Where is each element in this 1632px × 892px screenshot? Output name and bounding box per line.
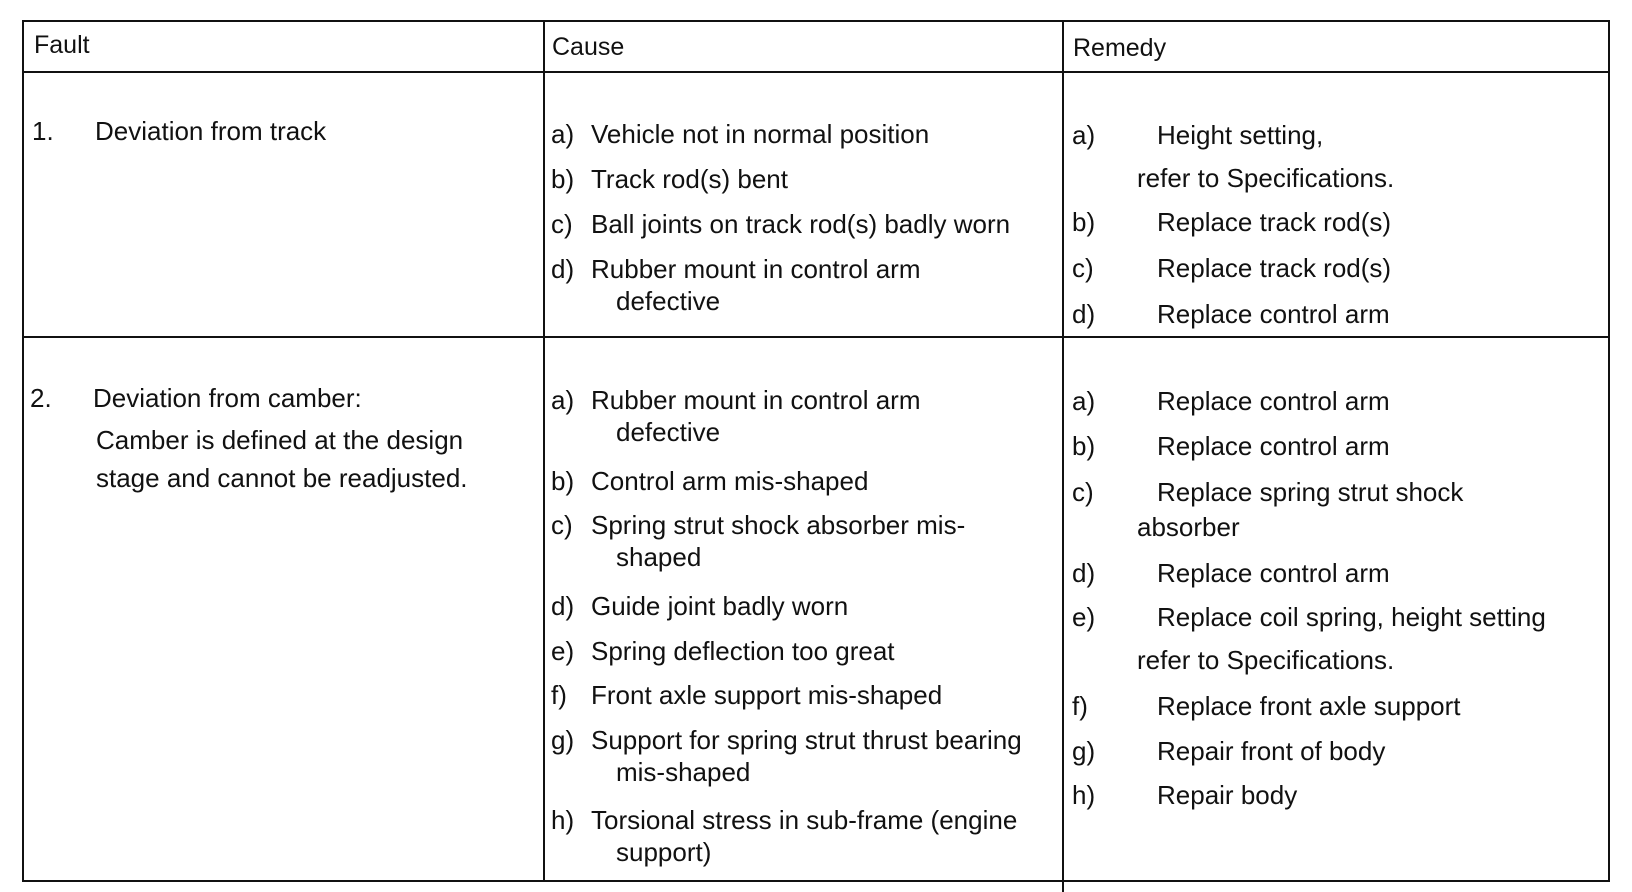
cause-text: Vehicle not in normal position <box>591 119 930 149</box>
remedy-text-continued: refer to Specifications. <box>1137 645 1395 675</box>
cause-item: f) Front axle support mis-shaped <box>551 679 1051 711</box>
remedy-text: Height setting, <box>1157 120 1324 150</box>
remedy-item: a) Replace control arm <box>1072 385 1577 417</box>
remedy-item: f) Replace front axle support <box>1072 690 1577 722</box>
fault-title: Deviation from track <box>95 116 327 146</box>
cause-item: g) Support for spring strut thrust beari… <box>551 724 1051 788</box>
remedy-text: Replace spring strut shock <box>1157 477 1464 507</box>
fault-title: Deviation from camber: <box>93 383 362 413</box>
right-border <box>1608 20 1610 882</box>
remedy-item: b) Replace track rod(s) <box>1072 206 1577 238</box>
remedy-label: b) <box>1072 431 1096 461</box>
cause-label: b) <box>551 164 575 194</box>
remedy-text: Replace front axle support <box>1157 691 1461 721</box>
remedy-item: c) Replace track rod(s) <box>1072 252 1577 284</box>
column-divider-fault-cause <box>543 20 545 882</box>
cause-text: Torsional stress in sub-frame (engine <box>591 805 1018 835</box>
cause-text: Rubber mount in control arm <box>591 254 921 284</box>
cause-label: d) <box>551 254 575 284</box>
remedy-label: a) <box>1072 386 1096 416</box>
header-cause: Cause <box>552 33 625 61</box>
remedy-item: a) Height setting, <box>1072 119 1577 151</box>
remedy-label: f) <box>1072 691 1088 721</box>
remedy-text-continued: refer to Specifications. <box>1137 163 1395 193</box>
remedy-text: Replace coil spring, height setting <box>1157 602 1546 632</box>
cause-item: a) Rubber mount in control arm defective <box>551 384 1051 448</box>
remedy-label: h) <box>1072 780 1096 810</box>
cause-label: b) <box>551 466 575 496</box>
cause-text-continued: support) <box>616 837 712 867</box>
remedy-item: e) Replace coil spring, height setting <box>1072 601 1577 633</box>
fault-number: 2. <box>30 383 52 413</box>
remedy-item: d) Replace control arm <box>1072 298 1577 330</box>
cause-label: f) <box>551 680 567 710</box>
cause-text: Track rod(s) bent <box>591 164 788 194</box>
cause-item: a) Vehicle not in normal position <box>551 118 1051 150</box>
remedy-label: g) <box>1072 736 1096 766</box>
table-bottom-rule <box>22 880 1610 882</box>
cause-item: d) Rubber mount in control arm defective <box>551 253 1051 317</box>
remedy-text: Replace track rod(s) <box>1157 207 1392 237</box>
cause-label: g) <box>551 725 575 755</box>
remedy-item: d) Replace control arm <box>1072 557 1577 589</box>
cause-label: c) <box>551 510 573 540</box>
remedy-label: b) <box>1072 207 1096 237</box>
remedy-text: Replace control arm <box>1157 299 1390 329</box>
fault-note: Camber is defined at the design stage an… <box>96 425 468 493</box>
cause-label: e) <box>551 636 575 666</box>
remedy-label: d) <box>1072 299 1096 329</box>
header-fault: Fault <box>34 31 90 59</box>
remedy-text: Repair body <box>1157 780 1298 810</box>
cause-item: h) Torsional stress in sub-frame (engine… <box>551 804 1051 868</box>
row-divider <box>22 336 1610 338</box>
cause-item: b) Track rod(s) bent <box>551 163 1051 195</box>
cause-item: c) Ball joints on track rod(s) badly wor… <box>551 208 1051 240</box>
cause-item: d) Guide joint badly worn <box>551 590 1051 622</box>
table-top-rule <box>22 20 1610 22</box>
remedy-label: a) <box>1072 120 1096 150</box>
cause-text: Support for spring strut thrust bearing <box>591 725 1022 755</box>
column-divider-cause-remedy <box>1062 20 1064 892</box>
left-border <box>22 20 24 882</box>
header-remedy: Remedy <box>1073 34 1167 62</box>
remedy-text: Replace control arm <box>1157 558 1390 588</box>
cause-text: Control arm mis-shaped <box>591 466 869 496</box>
cause-item: e) Spring deflection too great <box>551 635 1051 667</box>
cause-text: Spring strut shock absorber mis- <box>591 510 966 540</box>
cause-text: Ball joints on track rod(s) badly worn <box>591 209 1011 239</box>
cause-label: a) <box>551 119 575 149</box>
cause-text-continued: shaped <box>616 542 702 572</box>
cause-label: c) <box>551 209 573 239</box>
cause-label: h) <box>551 805 575 835</box>
cause-item: b) Control arm mis-shaped <box>551 465 1051 497</box>
cause-label: d) <box>551 591 575 621</box>
remedy-item: b) Replace control arm <box>1072 430 1577 462</box>
cause-item: c) Spring strut shock absorber mis- shap… <box>551 509 1051 573</box>
cause-text: Front axle support mis-shaped <box>591 680 943 710</box>
remedy-item: c) Replace spring strut shock <box>1072 476 1577 508</box>
cause-text: Rubber mount in control arm <box>591 385 921 415</box>
cause-text-continued: mis-shaped <box>616 757 751 787</box>
remedy-item: h) Repair body <box>1072 779 1577 811</box>
remedy-label: c) <box>1072 253 1094 283</box>
fault-number: 1. <box>32 116 54 146</box>
remedy-text: Replace track rod(s) <box>1157 253 1392 283</box>
remedy-label: e) <box>1072 602 1096 632</box>
remedy-text: Replace control arm <box>1157 386 1390 416</box>
cause-text-continued: defective <box>616 286 721 316</box>
cause-text: Guide joint badly worn <box>591 591 849 621</box>
remedy-text-continued: absorber <box>1137 512 1240 542</box>
cause-text: Spring deflection too great <box>591 636 895 666</box>
remedy-text: Replace control arm <box>1157 431 1390 461</box>
cause-text-continued: defective <box>616 417 721 447</box>
remedy-label: c) <box>1072 477 1094 507</box>
remedy-label: d) <box>1072 558 1096 588</box>
header-bottom-rule <box>22 71 1610 73</box>
cause-label: a) <box>551 385 575 415</box>
remedy-text: Repair front of body <box>1157 736 1386 766</box>
remedy-item: g) Repair front of body <box>1072 735 1577 767</box>
